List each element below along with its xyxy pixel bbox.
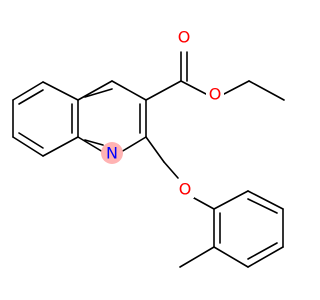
bond	[42, 81, 79, 101]
atom-highlight	[101, 142, 123, 164]
bond	[12, 136, 44, 157]
bond	[213, 190, 249, 210]
atom-background	[176, 180, 194, 198]
tolyl-ring	[179, 190, 284, 268]
bond	[223, 80, 250, 95]
bond	[163, 161, 179, 179]
bond	[84, 139, 104, 146]
atom-label: N	[106, 144, 118, 163]
atom-ether-oxygen: O	[176, 180, 194, 199]
ethyl-ester-group	[145, 51, 285, 101]
atom-background	[175, 28, 193, 46]
atom-ester-oxygen: O	[206, 85, 224, 104]
bond	[247, 242, 278, 260]
bond	[77, 80, 113, 101]
bond	[111, 80, 147, 101]
bond	[77, 136, 104, 153]
bond	[145, 80, 182, 101]
bond	[247, 190, 284, 210]
bond	[18, 132, 44, 149]
atom-ring-nitrogen: N	[101, 142, 123, 164]
bond	[180, 80, 207, 95]
benzo-ring	[12, 81, 79, 157]
bond	[84, 88, 113, 98]
atom-background	[206, 85, 224, 103]
bond	[120, 136, 147, 153]
bond	[213, 246, 249, 268]
bond	[247, 198, 278, 214]
bond	[247, 246, 284, 268]
bond	[12, 81, 44, 101]
bond	[248, 80, 285, 101]
bond	[193, 197, 215, 210]
pyridine-ring	[77, 80, 147, 153]
bond	[18, 89, 44, 105]
bond	[42, 136, 79, 157]
atom-carbonyl-oxygen: O	[175, 28, 193, 47]
atom-label: O	[209, 85, 222, 104]
atom-label: O	[179, 180, 192, 199]
bond	[179, 246, 215, 268]
atom-label: O	[178, 28, 191, 47]
methoxy-linker	[145, 136, 215, 210]
bond	[145, 136, 165, 163]
molecule-structure-diagram: O O N O	[12, 28, 285, 268]
